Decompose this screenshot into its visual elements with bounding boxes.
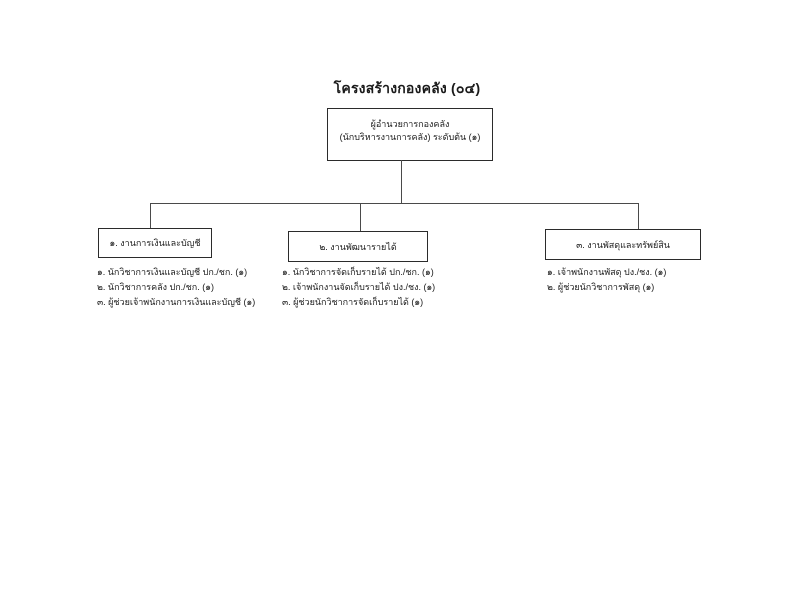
staff-list-finance: ๑. นักวิชาการเงินและบัญชี ปก./ชก. (๑) ๒.… <box>97 265 255 310</box>
root-node: ผู้อำนวยการกองคลัง (นักบริหารงานการคลัง)… <box>327 108 493 161</box>
section-node-finance: ๑. งานการเงินและบัญชี <box>98 228 212 258</box>
staff-list-item: ๑. นักวิชาการจัดเก็บรายได้ ปก./ชก. (๑) <box>282 267 434 277</box>
branch-connector-line-1 <box>150 203 151 229</box>
staff-list-item: ๑. นักวิชาการเงินและบัญชี ปก./ชก. (๑) <box>97 267 248 277</box>
section-node-revenue: ๒. งานพัฒนารายได้ <box>288 231 428 262</box>
branch-connector-line-2 <box>360 203 361 232</box>
section-node-label: ๒. งานพัฒนารายได้ <box>319 241 397 252</box>
branch-connector-line-3 <box>638 203 639 230</box>
root-connector-line <box>401 160 402 204</box>
horizontal-connector-line <box>150 203 639 204</box>
staff-list-item: ๑. เจ้าพนักงานพัสดุ ปง./ชง. (๑) <box>547 267 667 277</box>
root-node-subtitle: (นักบริหารงานการคลัง) ระดับต้น (๑) <box>339 132 481 142</box>
page-title: โครงสร้างกองคลัง (๐๔) <box>333 80 481 96</box>
staff-list-item: ๓. ผู้ช่วยนักวิชาการจัดเก็บรายได้ (๑) <box>282 297 424 307</box>
section-node-label: ๓. งานพัสดุและทรัพย์สิน <box>576 239 670 250</box>
staff-list-item: ๒. ผู้ช่วยนักวิชาการพัสดุ (๑) <box>547 282 655 292</box>
root-node-title: ผู้อำนวยการกองคลัง <box>370 119 450 129</box>
staff-list-item: ๒. เจ้าพนักงานจัดเก็บรายได้ ปง./ชง. (๑) <box>282 282 436 292</box>
staff-list-item: ๒. นักวิชาการคลัง ปก./ชก. (๑) <box>97 282 214 292</box>
section-node-label: ๑. งานการเงินและบัญชี <box>109 238 201 248</box>
staff-list-item: ๓. ผู้ช่วยเจ้าพนักงานการเงินและบัญชี (๑) <box>97 297 256 307</box>
staff-list-procurement: ๑. เจ้าพนักงานพัสดุ ปง./ชง. (๑) ๒. ผู้ช่… <box>547 265 666 295</box>
staff-list-revenue: ๑. นักวิชาการจัดเก็บรายได้ ปก./ชก. (๑) ๒… <box>282 265 435 310</box>
section-node-procurement: ๓. งานพัสดุและทรัพย์สิน <box>545 229 701 260</box>
